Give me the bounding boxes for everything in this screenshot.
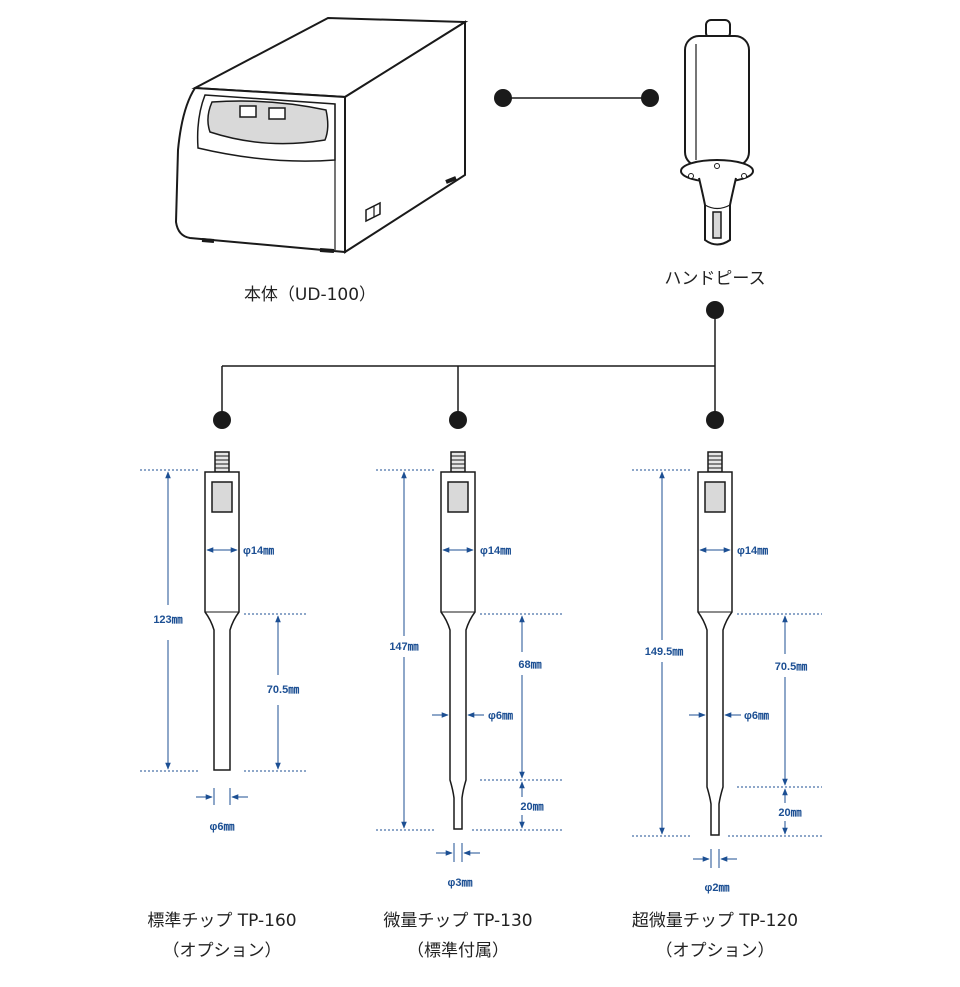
tip-tp160-caption: 標準チップ TP-160 （オプション） <box>122 910 322 962</box>
tip-tp160-total-length: 123㎜ <box>153 614 182 626</box>
connection-node <box>449 411 467 429</box>
connection-node <box>494 89 512 107</box>
tip-tp130-mid-diameter: φ6㎜ <box>488 710 513 722</box>
main-unit-illustration <box>174 16 469 254</box>
main-unit-label: 本体（UD-100） <box>244 285 376 305</box>
tip-tp160-drawing: 123㎜ 70.5㎜ φ14㎜ φ6㎜ <box>140 451 306 833</box>
tip-tp160-name: 標準チップ TP-160 <box>147 911 297 931</box>
tip-tp130-body-diameter: φ14㎜ <box>480 545 511 557</box>
connection-node <box>213 411 231 429</box>
tip-tp130-note: （標準付属） <box>407 941 509 961</box>
connection-node <box>706 411 724 429</box>
tip-tp130-caption: 微量チップ TP-130 （標準付属） <box>358 910 558 962</box>
connection-tree-handpiece-to-tips <box>221 310 716 420</box>
tip-tp160-note: （オプション） <box>162 941 282 961</box>
tip-tp130-end-length: 20㎜ <box>520 801 543 813</box>
tip-tp130-tip-diameter: φ3㎜ <box>448 877 473 889</box>
tip-tp120-caption: 超微量チップ TP-120 （オプション） <box>610 910 820 962</box>
tip-tp120-drawing: 149.5㎜ 70.5㎜ 20㎜ φ14㎜ φ6㎜ φ2㎜ <box>632 451 822 894</box>
connection-line-unit-to-handpiece <box>494 89 659 107</box>
tip-tp120-body-diameter: φ14㎜ <box>737 545 768 557</box>
tip-tp130-total-length: 147㎜ <box>389 641 418 653</box>
connection-node <box>706 301 724 319</box>
tip-tp130-tip-length: 68㎜ <box>518 659 541 671</box>
handpiece-illustration <box>680 19 754 246</box>
tip-tp160-body-diameter: φ14㎜ <box>243 545 274 557</box>
tip-tp130-drawing: 147㎜ 68㎜ 20㎜ φ14㎜ φ6㎜ φ3㎜ <box>376 451 562 889</box>
handpiece-label: ハンドピース <box>664 269 765 289</box>
tip-tp160-tip-length: 70.5㎜ <box>267 684 299 696</box>
tip-tp120-note: （オプション） <box>655 941 775 961</box>
tip-tp120-end-length: 20㎜ <box>778 807 801 819</box>
tip-tp120-total-length: 149.5㎜ <box>645 646 684 658</box>
tip-tp120-tip-length: 70.5㎜ <box>775 661 807 673</box>
tip-tp160-tip-diameter: φ6㎜ <box>210 821 235 833</box>
connection-node <box>641 89 659 107</box>
tip-tp130-name: 微量チップ TP-130 <box>383 911 533 931</box>
tip-tp120-mid-diameter: φ6㎜ <box>744 710 769 722</box>
tip-tp120-name: 超微量チップ TP-120 <box>631 911 799 931</box>
tip-tp120-tip-diameter: φ2㎜ <box>705 882 730 894</box>
